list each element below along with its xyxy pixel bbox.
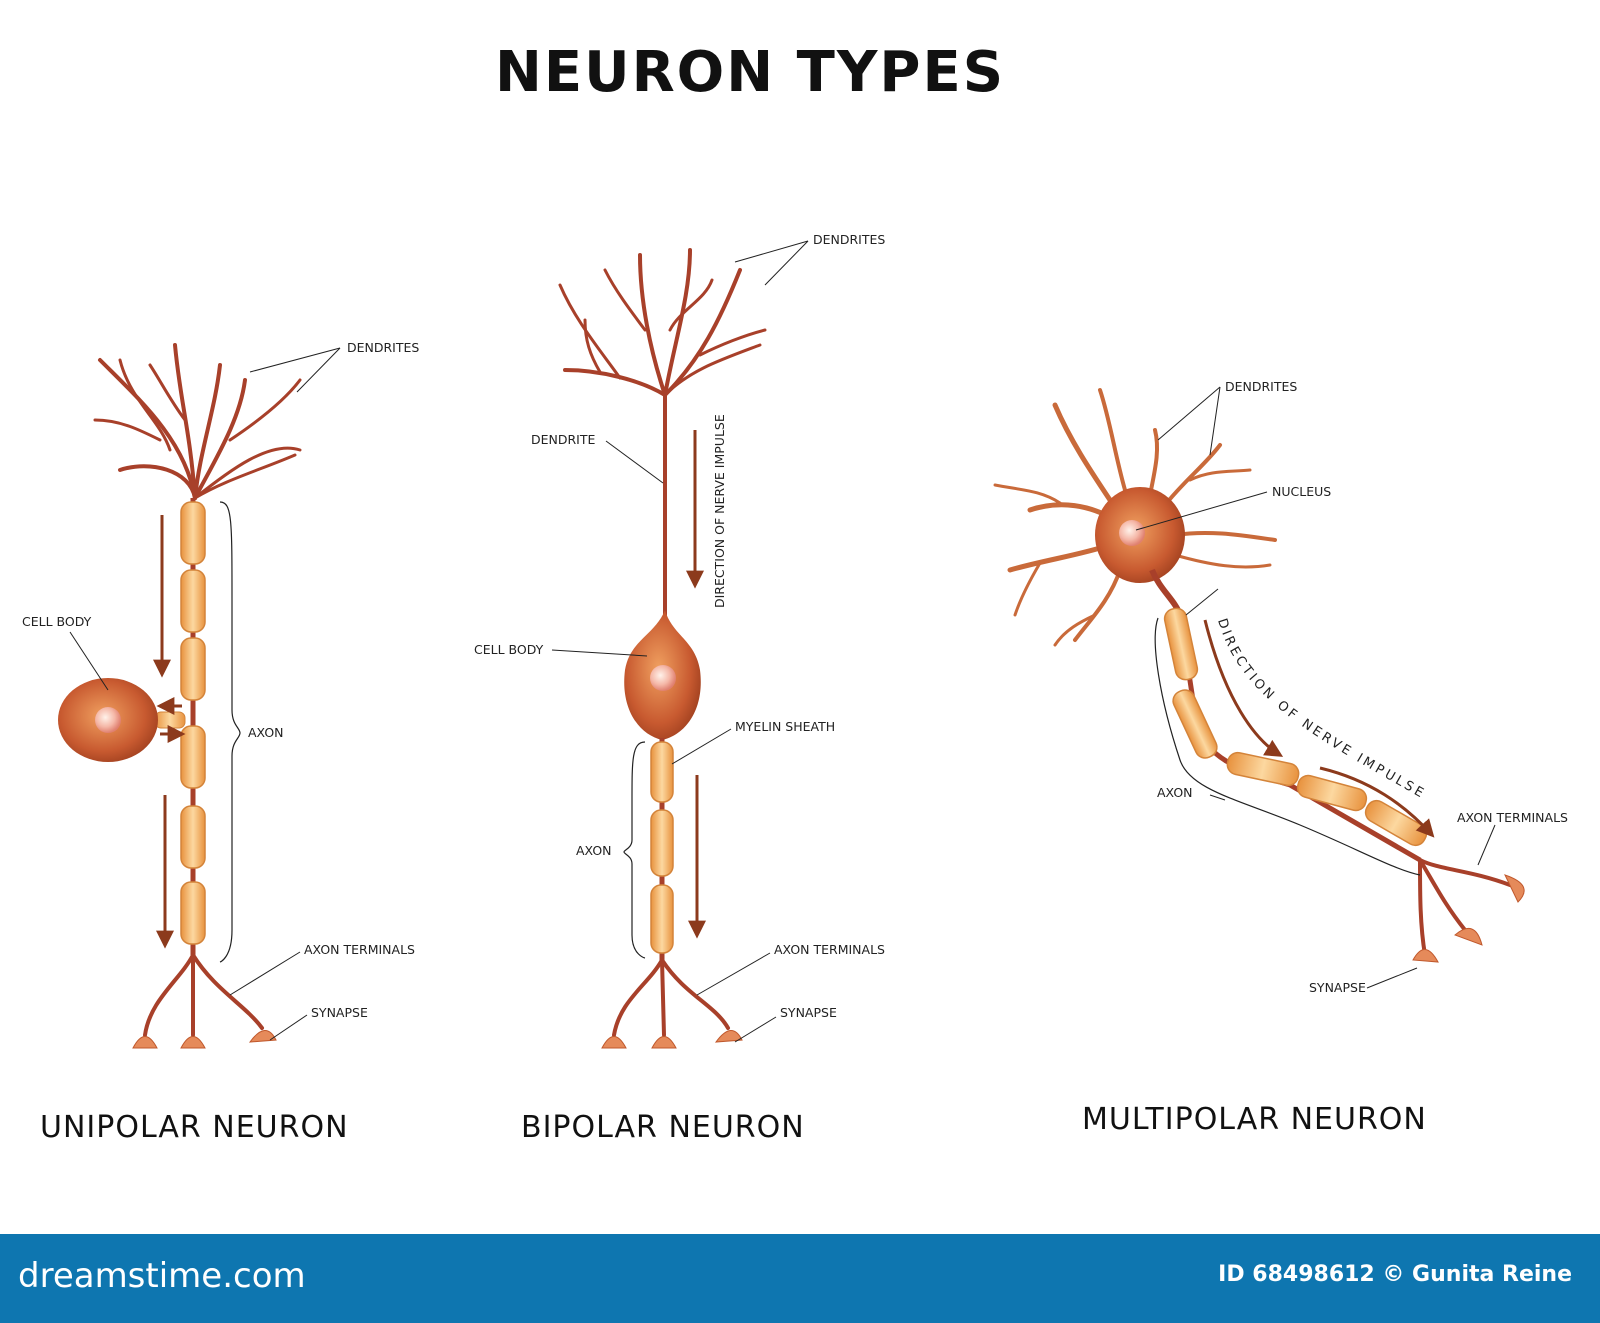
multipolar-impulse-arrow-2 [1319, 766, 1435, 838]
multipolar-label-dendrites: DENDRITES [1225, 379, 1297, 394]
multipolar-leader-lines [1135, 386, 1496, 989]
bipolar-neuron: DENDRITES DENDRITE DIRECTION OF NERVE IM… [474, 232, 885, 1145]
unipolar-leader-lines [69, 347, 341, 1041]
multipolar-synapse-knobs [1412, 874, 1525, 963]
multipolar-myelin [1163, 607, 1428, 847]
unipolar-label-synapse: SYNAPSE [311, 1005, 368, 1020]
multipolar-axon-brace [1154, 617, 1421, 876]
multipolar-label-synapse: SYNAPSE [1309, 980, 1366, 995]
unipolar-terminals [143, 953, 264, 1037]
bipolar-label-dendrite: DENDRITE [531, 432, 596, 447]
unipolar-body-stalk [154, 711, 186, 729]
bipolar-label-myelin-sheath: MYELIN SHEATH [735, 719, 835, 734]
bipolar-impulse-arrows [686, 430, 706, 939]
unipolar-dendrites [93, 343, 302, 500]
bipolar-label-dendrites: DENDRITES [813, 232, 885, 247]
unipolar-nucleus [95, 707, 121, 733]
unipolar-neuron-name: UNIPOLAR NEURON [40, 1110, 349, 1145]
multipolar-terminals [1418, 858, 1512, 957]
unipolar-impulse-arrows [153, 515, 186, 949]
bipolar-label-direction: DIRECTION OF NERVE IMPULSE [712, 414, 727, 608]
bipolar-leader-lines [551, 240, 809, 1043]
unipolar-myelin [180, 501, 206, 945]
footer-credit: ID 68498612 © Gunita Reine [1218, 1262, 1572, 1287]
bipolar-axon-brace [623, 741, 646, 959]
bipolar-dendrites [558, 248, 767, 397]
unipolar-synapse-knobs [132, 1030, 277, 1049]
unipolar-label-dendrites: DENDRITES [347, 340, 419, 355]
multipolar-label-nucleus: NUCLEUS [1272, 484, 1331, 499]
bipolar-nucleus [650, 665, 676, 691]
diagram-title: NEURON TYPES [494, 40, 1006, 105]
bipolar-label-cell-body: CELL BODY [474, 642, 544, 657]
unipolar-label-axon: AXON [248, 725, 284, 740]
bipolar-synapse-knobs [601, 1030, 743, 1049]
bipolar-neuron-name: BIPOLAR NEURON [521, 1110, 805, 1145]
footer-brand[interactable]: dreamstime.com [18, 1256, 306, 1296]
multipolar-impulse-arrow-1 [1203, 619, 1284, 757]
multipolar-label-axon-terminals: AXON TERMINALS [1457, 810, 1568, 825]
bipolar-label-axon: AXON [576, 843, 612, 858]
multipolar-label-axon: AXON [1157, 785, 1193, 800]
multipolar-neuron: DIRECTION OF NERVE IMPULSE DENDRITES NUC… [993, 379, 1568, 1137]
bipolar-label-synapse: SYNAPSE [780, 1005, 837, 1020]
neuron-diagram: DENDRITES CELL BODY AXON AXON TERMINALS … [22, 232, 1568, 1145]
multipolar-dendrites [993, 388, 1277, 647]
bipolar-myelin [650, 741, 674, 954]
multipolar-neuron-name: MULTIPOLAR NEURON [1082, 1102, 1427, 1137]
unipolar-label-axon-terminals: AXON TERMINALS [304, 942, 415, 957]
unipolar-neuron: DENDRITES CELL BODY AXON AXON TERMINALS … [22, 340, 419, 1145]
bipolar-terminals [612, 958, 730, 1037]
bipolar-label-axon-terminals: AXON TERMINALS [774, 942, 885, 957]
unipolar-axon-brace [219, 501, 241, 963]
multipolar-nucleus [1119, 520, 1145, 546]
unipolar-label-cell-body: CELL BODY [22, 614, 92, 629]
watermark-footer: dreamstime.com ID 68498612 © Gunita Rein… [0, 1234, 1600, 1323]
